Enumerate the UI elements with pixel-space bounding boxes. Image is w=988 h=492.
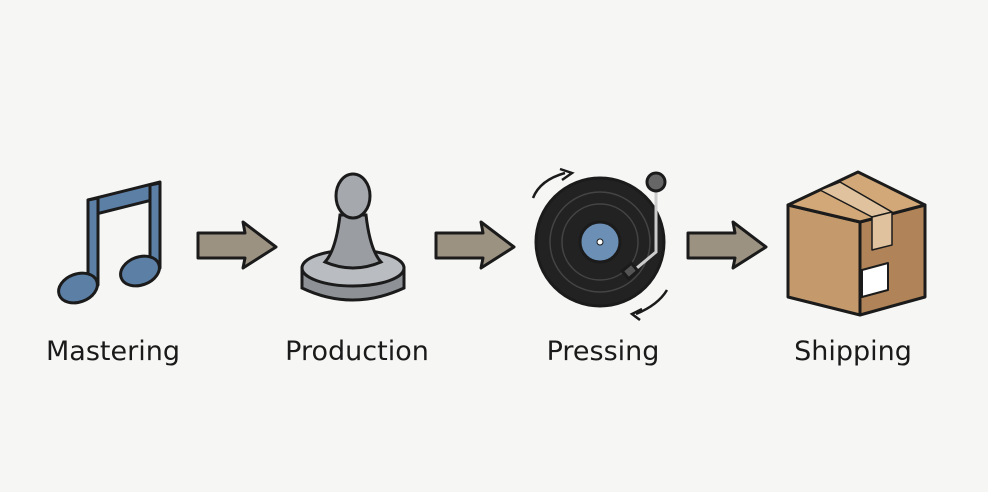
music-note-icon <box>57 180 162 305</box>
stamp-icon <box>300 172 406 302</box>
step-label-production: Production <box>285 336 429 367</box>
shipping-box-icon <box>786 170 927 317</box>
arrow-icon <box>686 220 768 270</box>
arrow-icon <box>434 220 516 270</box>
arrow-icon <box>196 220 278 270</box>
vinyl-record-icon <box>531 167 669 321</box>
step-label-shipping: Shipping <box>794 336 912 367</box>
step-label-pressing: Pressing <box>546 336 660 367</box>
step-label-mastering: Mastering <box>46 336 180 367</box>
